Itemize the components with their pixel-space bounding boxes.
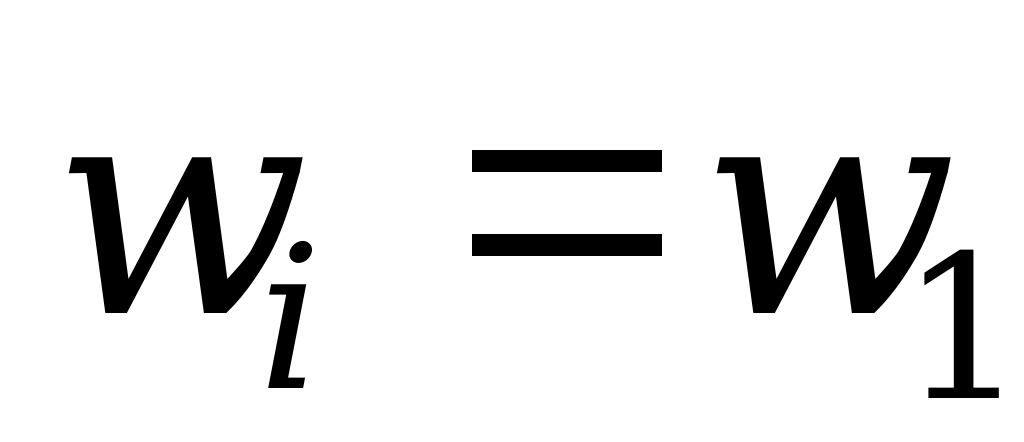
equals-bar-top bbox=[472, 150, 662, 172]
lhs-subscript: i bbox=[258, 203, 322, 436]
equals-bar-bottom bbox=[472, 234, 662, 256]
rhs-variable: w bbox=[700, 35, 957, 384]
rhs-subscript: 1 bbox=[900, 213, 1024, 442]
lhs-variable: w bbox=[52, 35, 309, 384]
equals-sign bbox=[472, 150, 662, 256]
